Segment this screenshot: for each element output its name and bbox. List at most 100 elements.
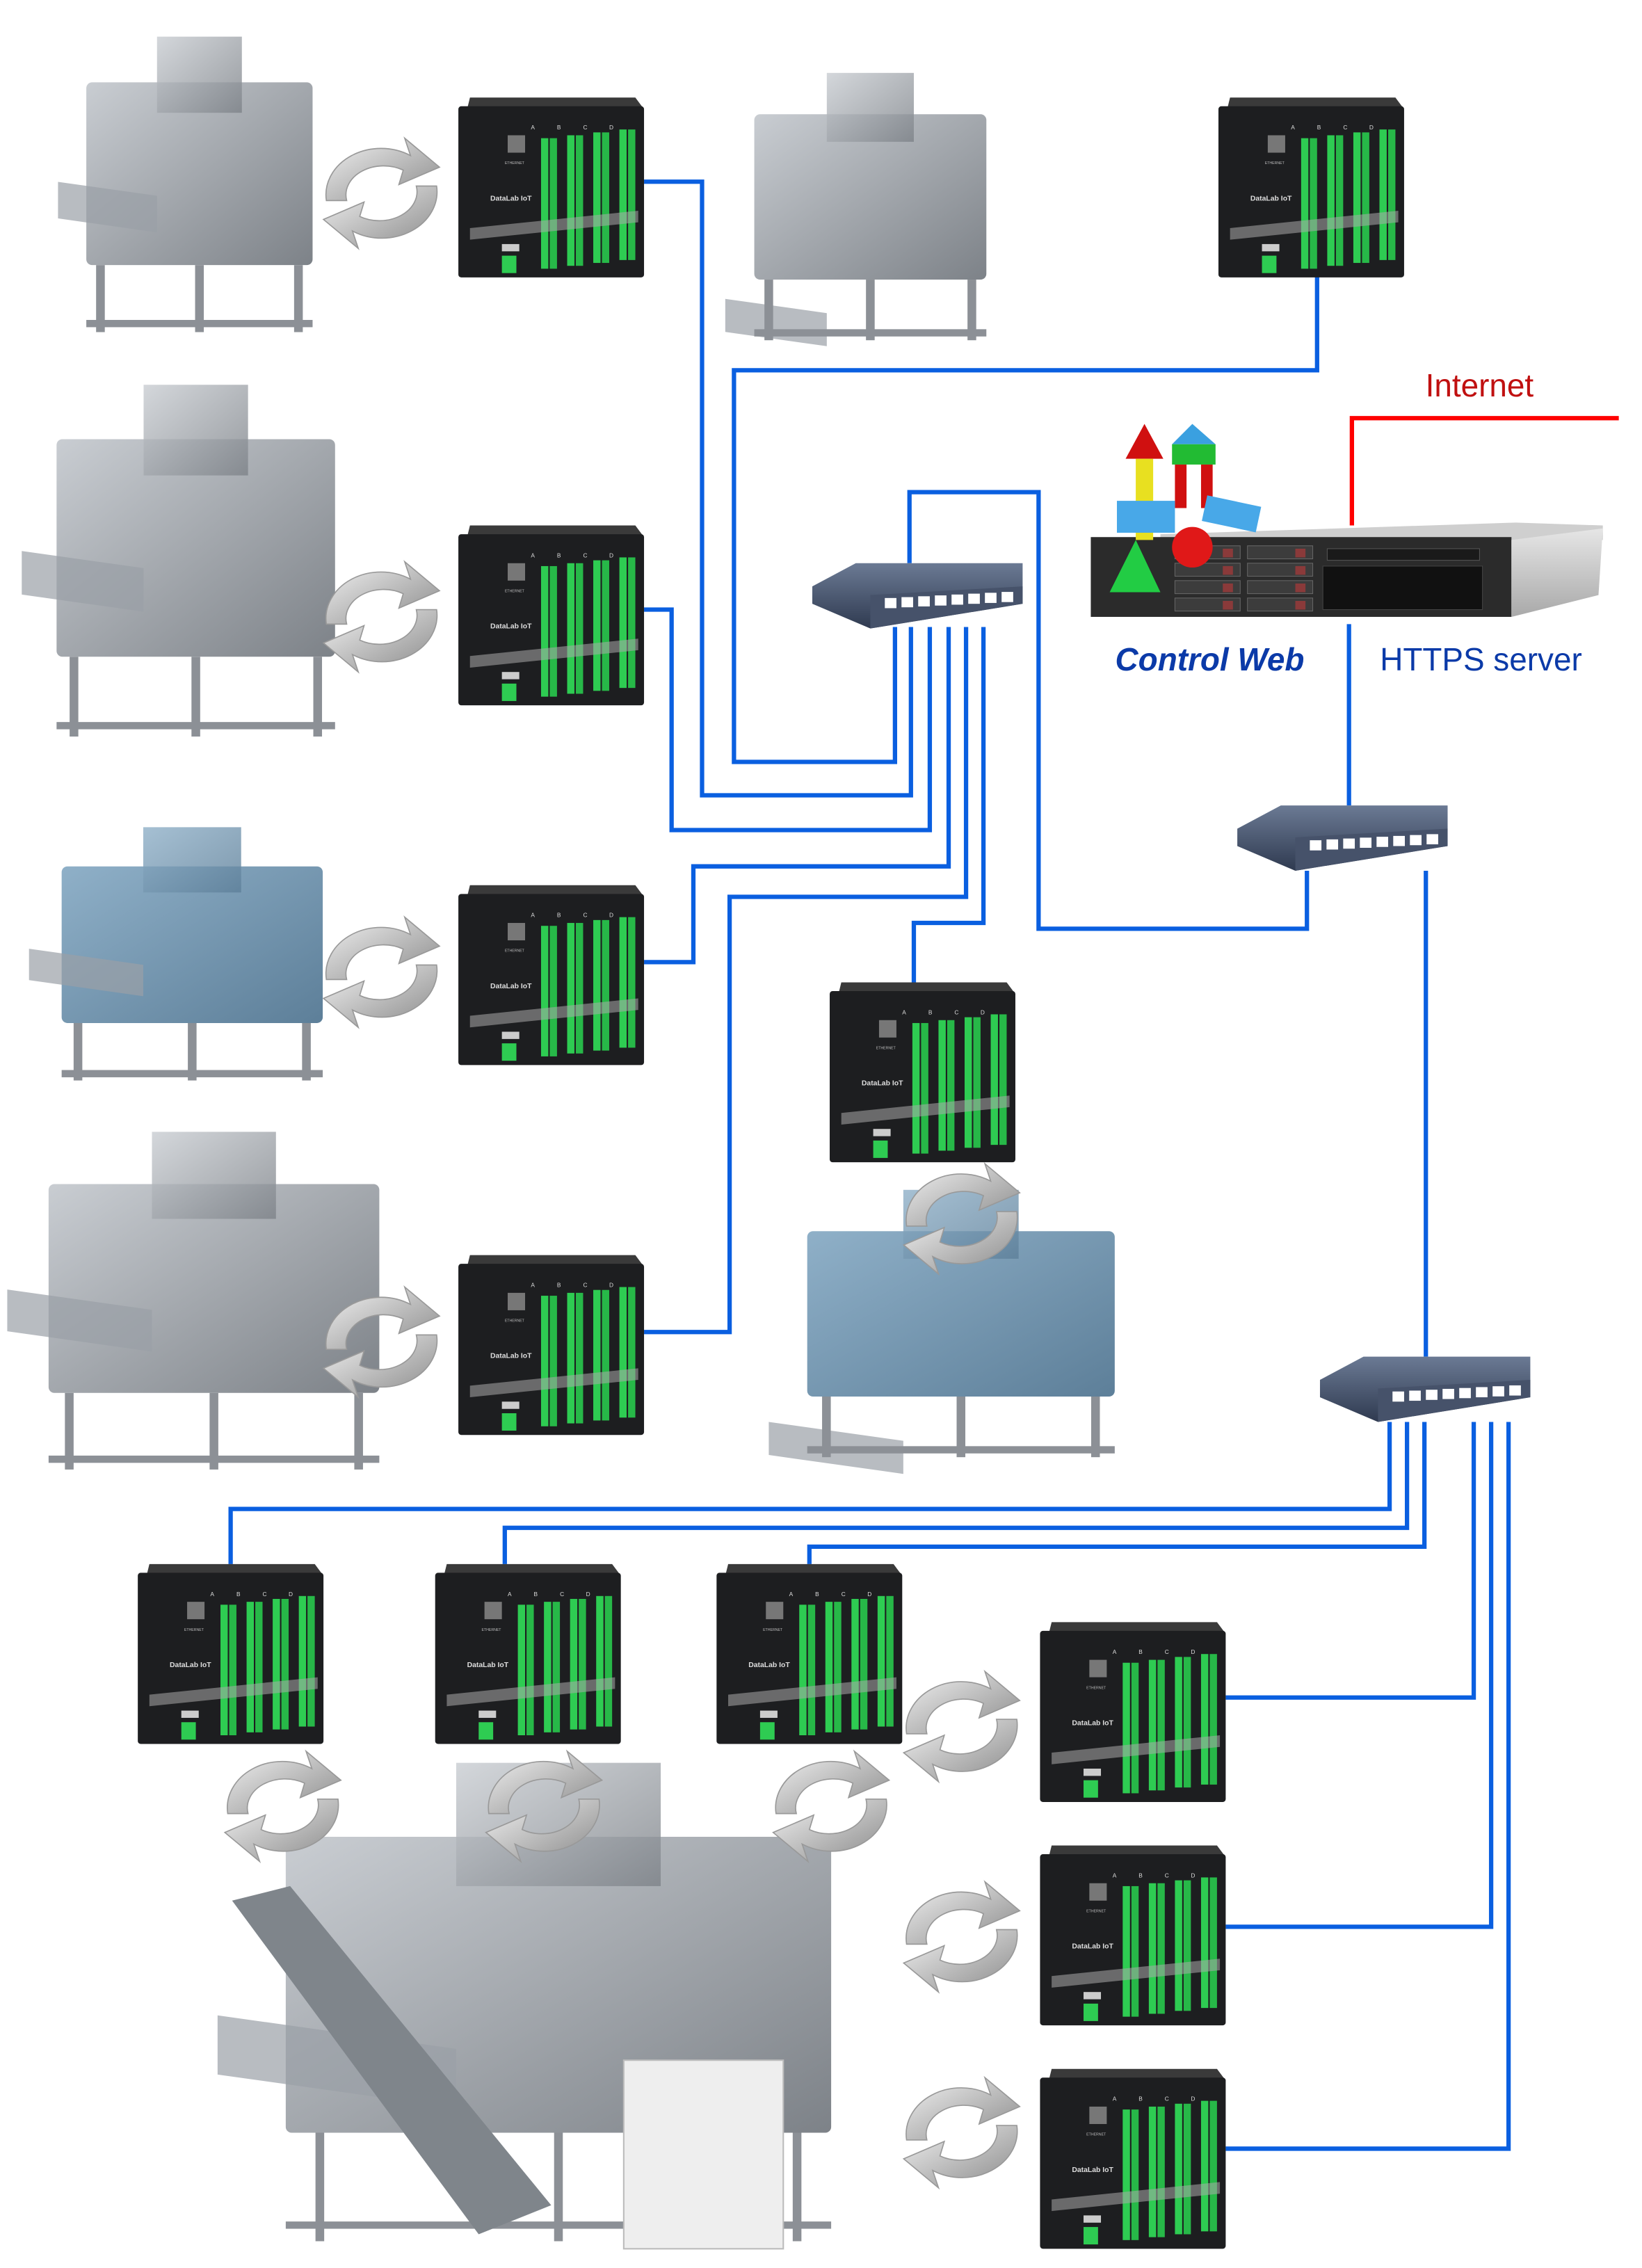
ethernet-port-icon (484, 1602, 502, 1620)
terminal-block (255, 1602, 263, 1732)
machine-hopper-mixer (22, 385, 335, 737)
device-brand-label: DataLab IoT (467, 1662, 509, 1669)
terminal-block (1353, 132, 1361, 264)
terminal-block (825, 1602, 833, 1732)
line-d12 (1225, 1422, 1511, 2151)
device-brand-label: DataLab IoT (490, 1353, 532, 1360)
terminal-block (1131, 1662, 1139, 1794)
terminal-block (921, 1022, 928, 1154)
device-port-label: ETHERNET (505, 1319, 525, 1324)
bank-label: B (815, 1591, 819, 1598)
device-brand-label: DataLab IoT (490, 983, 532, 990)
terminal-block (549, 926, 557, 1056)
terminal-block (549, 1296, 557, 1426)
terminal-block (912, 1022, 920, 1154)
terminal-block (1388, 129, 1396, 260)
switch-port-icon (1426, 1390, 1438, 1400)
terminal-block (540, 1296, 549, 1426)
terminal-block (576, 923, 583, 1054)
ethernet-port-icon (878, 1020, 896, 1038)
terminal-block (1200, 1877, 1209, 2009)
bank-label: D (609, 1282, 613, 1289)
bank-label: D (609, 912, 613, 919)
terminal-block (1183, 1657, 1191, 1788)
terminal-block (1335, 135, 1344, 266)
terminal-block (628, 917, 636, 1048)
bank-label: A (531, 124, 535, 131)
bank-label: A (531, 912, 535, 919)
switch-port-icon (985, 593, 997, 603)
terminal-block (220, 1605, 228, 1736)
device-port-label: ETHERNET (1086, 1686, 1106, 1690)
terminal-block (604, 1595, 613, 1727)
switch-port-icon (901, 597, 913, 608)
ethernet-port-icon (187, 1602, 205, 1620)
terminal-block (567, 563, 574, 694)
bank-label: D (1191, 1872, 1195, 1879)
bank-label: C (583, 1282, 587, 1289)
terminal-block (1183, 1880, 1191, 2011)
terminal-block (834, 1602, 842, 1732)
bank-label: D (981, 1008, 985, 1015)
bank-label: D (609, 552, 613, 558)
bank-label: B (1138, 1648, 1143, 1655)
terminal-block (964, 1017, 972, 1148)
terminal-block (947, 1020, 955, 1151)
device-brand-label: DataLab IoT (490, 623, 532, 631)
device-port-label: ETHERNET (184, 1628, 204, 1632)
terminal-block (544, 1602, 552, 1732)
terminal-block (1148, 1659, 1157, 1791)
bank-label: A (1113, 2096, 1117, 2102)
terminal-block (298, 1595, 307, 1727)
internet-line (1349, 416, 1619, 526)
bank-label: C (583, 124, 587, 131)
machine-packaging (58, 36, 313, 332)
control-web-logo (1109, 424, 1262, 593)
bank-label: D (867, 1591, 871, 1598)
terminal-block (602, 132, 609, 264)
sync-arrows-icon (902, 1161, 1021, 1276)
terminal-block (526, 1605, 534, 1736)
terminal-block (1301, 138, 1309, 269)
machine-extruder (7, 1132, 380, 1470)
switch-port-icon (1393, 835, 1405, 846)
control-web-label: Control Web (1116, 641, 1305, 677)
terminal-block (567, 135, 574, 266)
terminal-block (1131, 1885, 1139, 2017)
terminal-block (619, 917, 627, 1048)
ethernet-port-icon (507, 923, 526, 941)
sync-arrows-icon (902, 2075, 1021, 2190)
sync-arrows-icon (772, 1749, 891, 1863)
bank-label: B (557, 912, 561, 919)
terminal-block (517, 1605, 526, 1736)
bank-label: A (1113, 1872, 1117, 1879)
terminal-block (552, 1602, 561, 1732)
line-d5 (911, 627, 986, 983)
device-port-label: ETHERNET (1086, 1909, 1106, 1913)
switch-port-icon (951, 594, 963, 605)
line-d7 (228, 1422, 1392, 1564)
bank-label: B (557, 1282, 561, 1289)
bank-label: B (557, 552, 561, 558)
terminal-block (886, 1595, 894, 1727)
switch-port-icon (1509, 1385, 1521, 1396)
switch-port-icon (1476, 1387, 1488, 1398)
terminal-block (851, 1598, 859, 1730)
terminal-block (576, 135, 583, 266)
sync-arrows-icon (902, 1880, 1021, 1994)
bank-label: B (1138, 2096, 1143, 2102)
terminal-block (540, 926, 549, 1056)
terminal-block (593, 1289, 601, 1421)
bank-label: C (583, 912, 587, 919)
bank-label: D (586, 1591, 590, 1598)
conveyor-belt (232, 1885, 552, 2235)
terminal-block (1209, 1877, 1217, 2009)
terminal-block (1131, 2109, 1139, 2240)
sync-arrows-icon (223, 1749, 342, 1863)
device-port-label: ETHERNET (763, 1628, 783, 1632)
